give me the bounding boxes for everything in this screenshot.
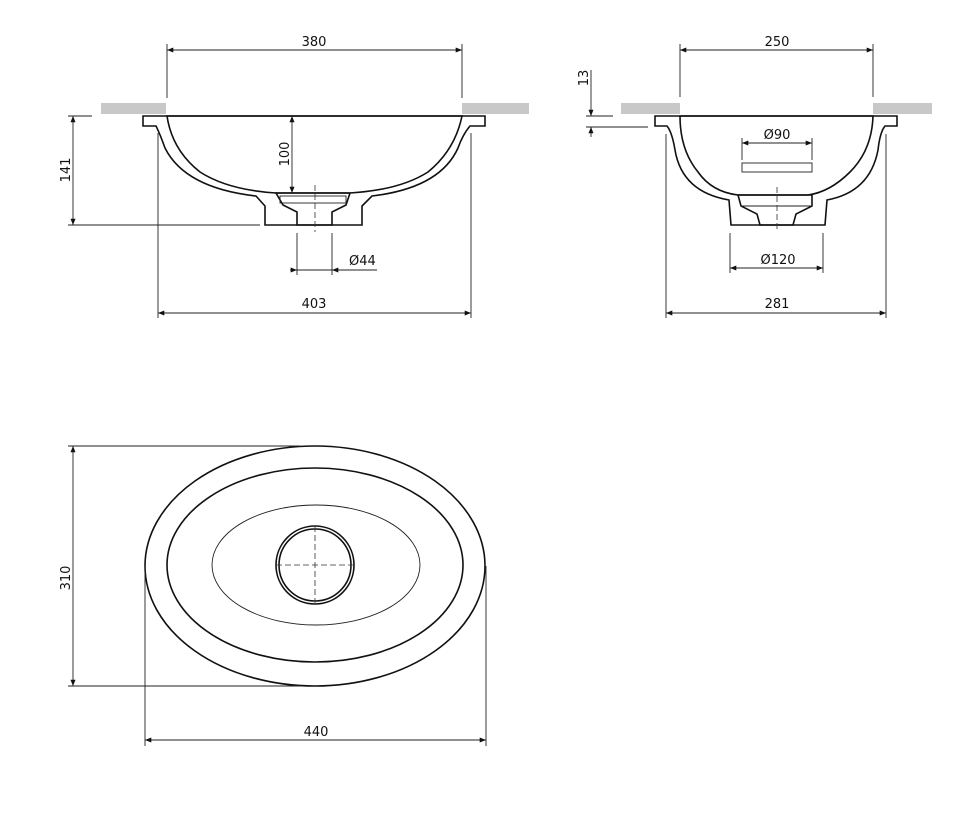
countertop-left	[101, 103, 166, 114]
dimension-label-length: 440	[304, 725, 329, 740]
drain-plug	[279, 195, 347, 204]
dimension-label-base-diameter: Ø120	[760, 253, 795, 268]
dimension-label-cover-diameter: Ø90	[764, 128, 791, 143]
dimension-label-rim-thickness: 13	[577, 70, 592, 87]
bowl-floor-outline	[211, 504, 421, 626]
side-section-view: 250 281 13 Ø90 Ø120	[577, 35, 932, 318]
countertop-right	[873, 103, 932, 114]
dimension-label-cutout-width: 250	[765, 35, 790, 50]
countertop-left	[621, 103, 680, 114]
drain-bore	[736, 194, 813, 226]
dimension-label-bowl-depth: 100	[278, 142, 293, 167]
dimension-label-overall-width: 281	[765, 297, 790, 312]
top-view: 310 440	[59, 445, 487, 746]
basin-interior	[166, 115, 463, 194]
dimension-label-width: 310	[59, 566, 74, 591]
basin-wall-section	[654, 115, 898, 226]
front-section-view: 380 403 141 100 Ø44	[59, 35, 529, 318]
basin-wall-section	[142, 115, 486, 226]
drain-bore	[274, 192, 352, 226]
dimension-label-overall-height: 141	[59, 158, 74, 183]
dimension-label-drain-diameter: Ø44	[349, 254, 376, 269]
drain-cover	[741, 162, 813, 173]
countertop-right	[462, 103, 529, 114]
dimension-label-cutout-width: 380	[302, 35, 327, 50]
bowl-edge-outline	[166, 467, 464, 663]
dimension-label-overall-width: 403	[302, 297, 327, 312]
